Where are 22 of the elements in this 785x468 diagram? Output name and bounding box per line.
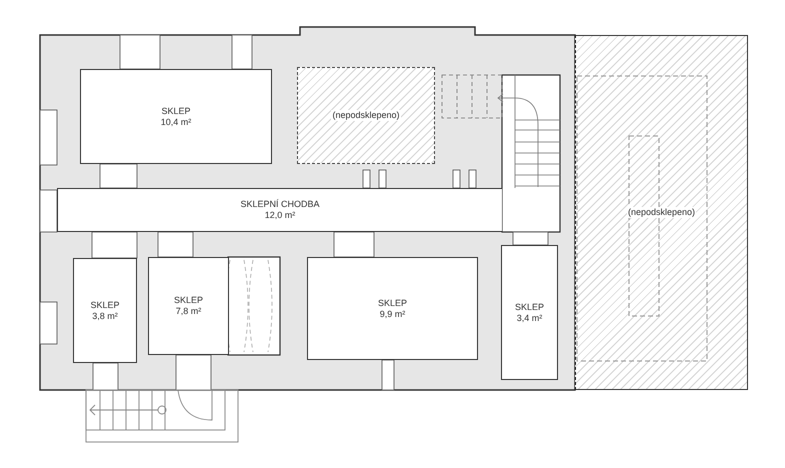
area-label: (nepodsklepeno) xyxy=(331,110,401,121)
area-label: (nepodsklepeno) xyxy=(626,207,696,218)
room xyxy=(73,258,137,363)
room-name: SKLEP xyxy=(174,295,204,306)
room-name: SKLEP xyxy=(378,298,408,308)
room xyxy=(148,257,229,355)
room xyxy=(80,69,272,164)
room-name: SKLEP xyxy=(514,302,544,312)
room xyxy=(307,257,478,360)
corridor xyxy=(57,188,502,232)
room-area: 7,8 m² xyxy=(176,306,202,317)
room xyxy=(501,245,558,380)
room-area: 10,4 m² xyxy=(160,116,192,128)
unexcavated-area xyxy=(297,67,435,164)
room-name: SKLEP xyxy=(90,300,120,310)
unexcavated-area xyxy=(575,35,748,390)
room-area: 9,9 m² xyxy=(380,308,406,320)
room-area: 12,0 m² xyxy=(264,210,296,221)
room-name: SKLEPNÍ CHODBA xyxy=(240,199,320,210)
room-area: 3,4 m² xyxy=(516,312,542,324)
room-name: SKLEP xyxy=(161,106,191,116)
room-area: 3,8 m² xyxy=(92,310,118,322)
